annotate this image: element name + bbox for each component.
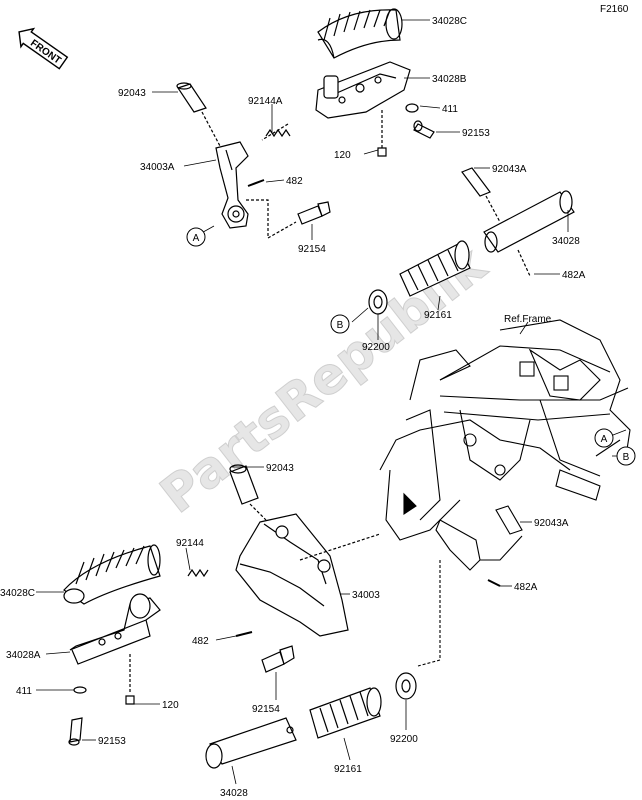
front-arrow-icon (18, 27, 69, 70)
label-34003A[interactable]: 34003A (140, 162, 175, 173)
pin-92153-top (413, 120, 435, 139)
label-482A-top[interactable]: 482A (562, 270, 586, 281)
bolt-92154-bottom (261, 645, 295, 673)
callout-B-top: B (330, 314, 350, 334)
pivot-pin-34028-right (483, 190, 575, 253)
label-34028B-top[interactable]: 34028B (432, 74, 467, 85)
washer-411-bottom (73, 686, 87, 694)
label-92144A[interactable]: 92144A (248, 96, 283, 107)
label-34028C-left[interactable]: 34028C (0, 588, 35, 599)
pin-92043-mid (229, 464, 267, 521)
label-92161-top[interactable]: 92161 (424, 310, 452, 321)
label-482-top[interactable]: 482 (286, 176, 303, 187)
label-120-bottom[interactable]: 120 (162, 700, 179, 711)
pin-92153-bottom (68, 717, 83, 746)
svg-text:B: B (623, 452, 630, 463)
label-411-bottom[interactable]: 411 (16, 686, 32, 697)
label-34028-bottom[interactable]: 34028 (220, 788, 248, 799)
footpeg-rubber-left (63, 544, 161, 605)
label-92153-top[interactable]: 92153 (462, 128, 490, 139)
callout-A-top: A (186, 227, 206, 247)
callout-A-frame: A (594, 428, 614, 448)
callout-B-frame: B (616, 446, 636, 466)
label-482-bottom[interactable]: 482 (192, 636, 209, 647)
grip-rubber-92161-bottom (309, 687, 382, 739)
svg-text:A: A (601, 434, 608, 445)
washer-92200-bottom (395, 672, 417, 700)
label-ref-frame[interactable]: Ref.Frame (504, 314, 552, 325)
bolt-92154-top (297, 201, 331, 225)
label-92043A-top[interactable]: 92043A (492, 164, 527, 175)
label-34003[interactable]: 34003 (352, 590, 380, 601)
label-92154-top[interactable]: 92154 (298, 244, 326, 255)
washer-411-top (405, 103, 419, 113)
label-92043-top[interactable]: 92043 (118, 88, 146, 99)
footpeg-bracket-top (315, 61, 411, 119)
label-92154-bottom[interactable]: 92154 (252, 704, 280, 715)
label-92144[interactable]: 92144 (176, 538, 204, 549)
frame-reference-structure (379, 319, 631, 667)
label-92043A-right[interactable]: 92043A (534, 518, 569, 529)
step-bracket-34003 (235, 513, 381, 637)
label-120-top[interactable]: 120 (334, 150, 351, 161)
label-411-top[interactable]: 411 (442, 104, 458, 115)
footpeg-rubber-top (317, 8, 403, 59)
label-34028A[interactable]: 34028A (6, 650, 41, 661)
label-92153-bottom[interactable]: 92153 (98, 736, 126, 747)
label-482A-right[interactable]: 482A (514, 582, 538, 593)
pivot-pin-34028-bottom (205, 717, 297, 769)
svg-text:B: B (337, 320, 344, 331)
spring-92144 (187, 568, 209, 578)
label-92161-bottom[interactable]: 92161 (334, 764, 362, 775)
label-92043-mid[interactable]: 92043 (266, 463, 294, 474)
sheet-code: F2160 (600, 4, 629, 15)
label-34028C-top[interactable]: 34028C (432, 16, 467, 27)
pin-92043-top (176, 82, 221, 147)
front-direction-badge: FRONT (18, 27, 69, 70)
grip-rubber-92161-top (399, 240, 471, 297)
label-92200-bottom[interactable]: 92200 (390, 734, 418, 745)
svg-text:A: A (193, 233, 200, 244)
washer-92200-top (368, 289, 388, 315)
label-92200-top[interactable]: 92200 (362, 342, 390, 353)
label-34028-right[interactable]: 34028 (552, 236, 580, 247)
footpeg-bracket-34028A (69, 593, 161, 665)
step-bracket-34003A (215, 141, 249, 229)
